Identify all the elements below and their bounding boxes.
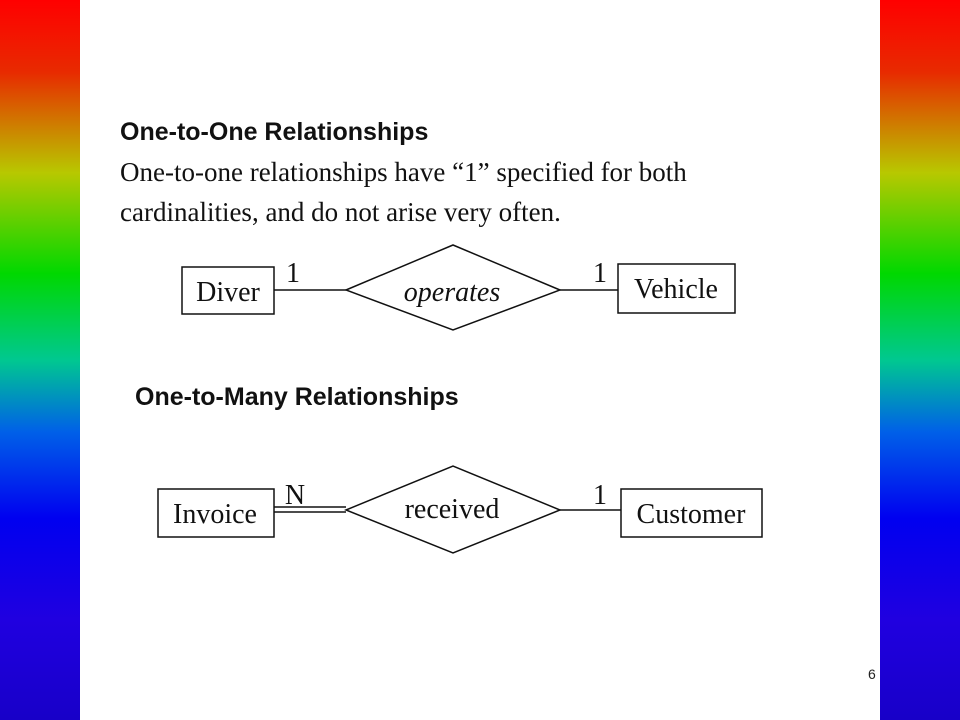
cardinality-invoice: N [285,480,305,511]
er-diagram-one-to-one: Diver operates Vehicle 1 1 [181,244,736,331]
description-line-2: cardinalities, and do not arise very oft… [120,197,561,227]
relationship-label-received: received [405,494,500,525]
left-color-band [0,0,80,720]
page-number: 6 [868,666,876,682]
entity-label-invoice: Invoice [173,499,257,530]
cardinality-diver: 1 [286,258,300,289]
entity-box-invoice [157,488,275,538]
cardinality-customer: 1 [593,480,607,511]
relationship-label-operates: operates [404,277,501,308]
entity-box-vehicle [617,263,736,314]
description-line-1: One-to-one relationships have “1” specif… [120,157,687,187]
description-paragraph: One-to-one relationships have “1” specif… [120,152,820,232]
right-color-band [880,0,960,720]
heading-one-to-many: One-to-Many Relationships [135,383,459,411]
entity-label-vehicle: Vehicle [634,274,718,305]
cardinality-vehicle: 1 [593,258,607,289]
er-diagram-one-to-many: Invoice received Customer N 1 [157,465,763,554]
entity-label-diver: Diver [196,277,260,308]
heading-one-to-one: One-to-One Relationships [120,118,429,146]
entity-label-customer: Customer [637,499,747,530]
entity-box-customer [620,488,763,538]
